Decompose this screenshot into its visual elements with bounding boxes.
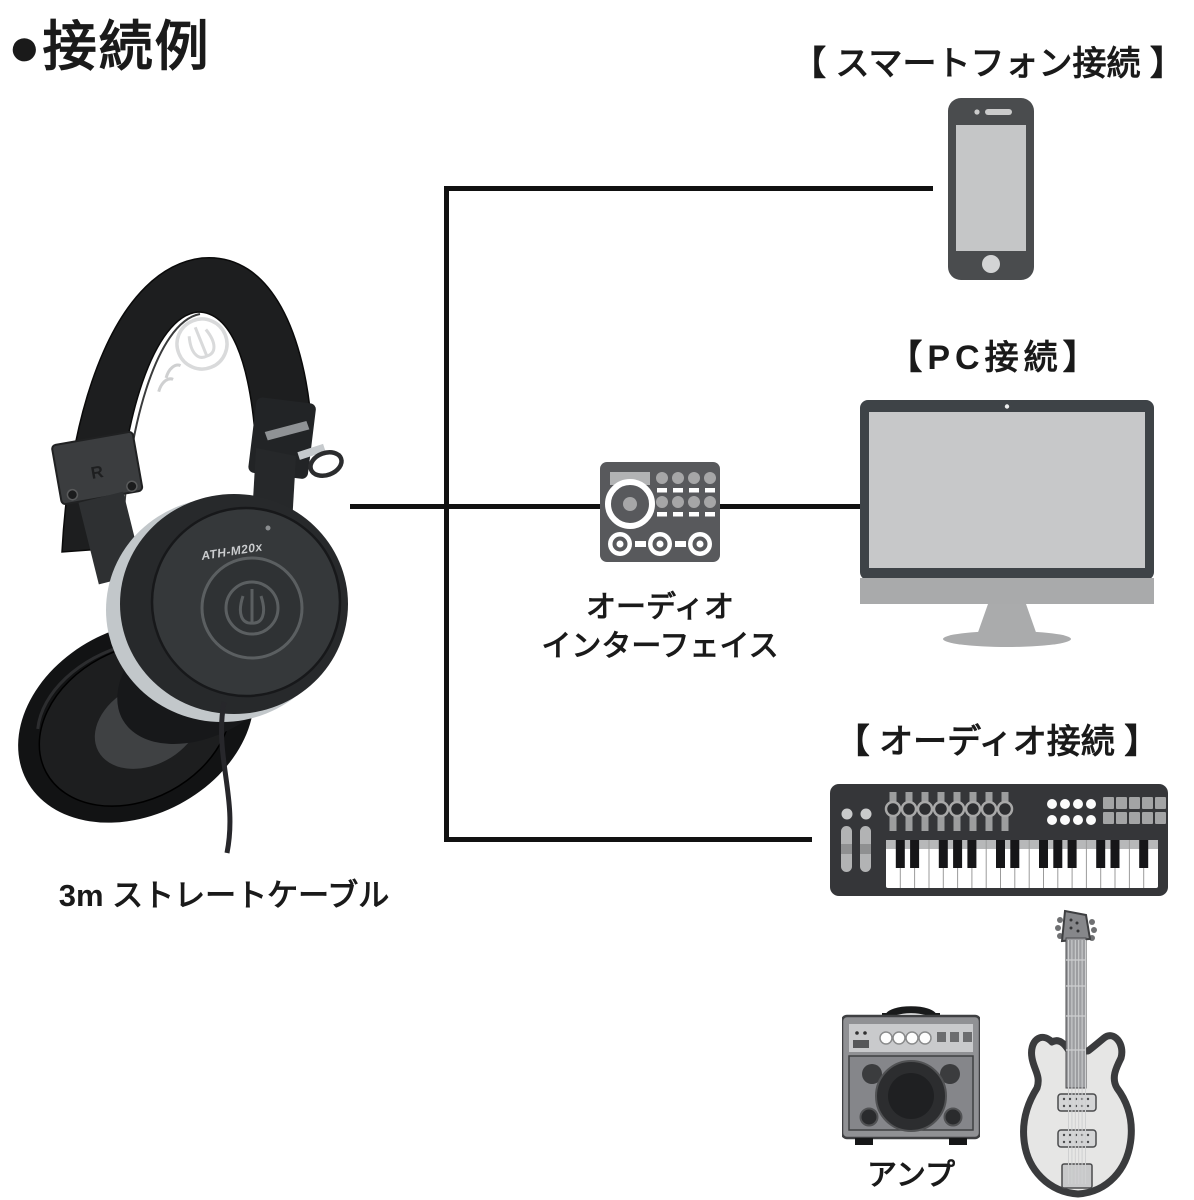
- headphone-cable: [219, 701, 233, 854]
- audio-section-label: 【 オーディオ接続 】: [835, 723, 1159, 761]
- keyboard-sliders: [884, 792, 1014, 831]
- page-title: ●接続例: [8, 17, 211, 77]
- keyboard-pads: [1103, 797, 1166, 824]
- connector-trunk-vertical: [444, 186, 449, 842]
- interface-knobs: [608, 532, 712, 556]
- smartphone-section-label: 【 スマートフォン接続 】: [792, 45, 1184, 83]
- ear-marking: R: [89, 462, 104, 483]
- connector-branch-audio: [444, 837, 812, 842]
- guitar-amp-icon: [842, 1006, 980, 1145]
- keyboard-buttons: [1047, 799, 1096, 825]
- smartphone-icon: [948, 98, 1034, 280]
- midi-keyboard-icon: [830, 784, 1168, 896]
- left-hanger-bracket: R: [51, 430, 144, 506]
- audio-interface-icon: [600, 462, 720, 562]
- cup-logo-glyph: [224, 580, 280, 636]
- audio-technica-logo-icon: [157, 317, 229, 393]
- desktop-monitor-icon: [860, 400, 1154, 647]
- headphones-image: R ATH-M20x: [18, 257, 348, 854]
- electric-guitar-icon: [1020, 909, 1135, 1198]
- arm-screw: [265, 525, 271, 531]
- connector-headphone-to-interface: [350, 504, 604, 509]
- cable-label: 3m ストレートケーブル: [58, 878, 390, 913]
- connector-branch-smartphone: [444, 186, 933, 191]
- wire-loop: [308, 450, 344, 478]
- connector-interface-to-pc: [718, 504, 864, 509]
- audio-interface-label-line1: オーディオ: [586, 591, 734, 624]
- audio-interface-label-line2: インターフェイス: [541, 630, 779, 663]
- pc-section-label: 【PC接続】: [888, 339, 1102, 377]
- amp-label: アンプ: [867, 1159, 955, 1192]
- keyboard-keys: [886, 840, 1158, 888]
- audio-interface-label: オーディオ インターフェイス: [500, 588, 820, 666]
- hinge-highlight: [264, 420, 310, 441]
- slider-pin: [297, 443, 326, 460]
